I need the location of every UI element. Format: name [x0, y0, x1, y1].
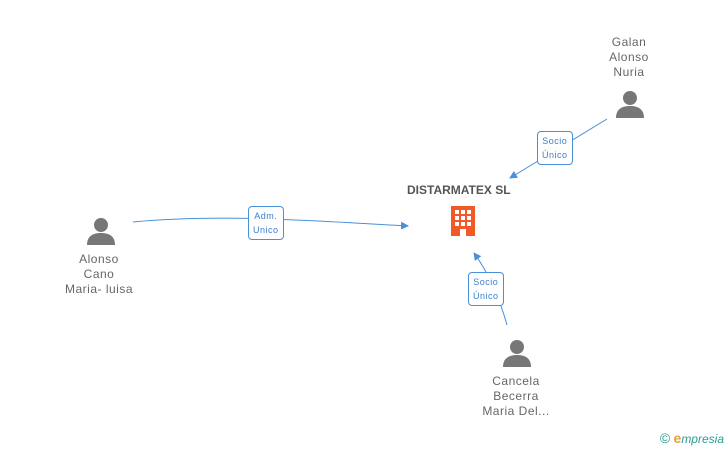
edge-label-alonso: Adm. Unico — [248, 206, 284, 240]
person-galan-label[interactable]: Galan Alonso Nuria — [590, 35, 668, 80]
person-alonso-label[interactable]: Alonso Cano Maria- luisa — [52, 252, 146, 297]
person-name-line: Nuria — [613, 65, 645, 79]
person-name-line: Alonso — [609, 50, 649, 64]
edge-label-line: Socio — [542, 136, 568, 146]
copyright-symbol: © — [659, 430, 671, 446]
person-name-line: Alonso — [79, 252, 119, 266]
person-name-line: Cancela — [492, 374, 540, 388]
person-name-line: Maria- luisa — [64, 282, 133, 296]
empresia-watermark: © empresia — [660, 430, 724, 446]
person-icon[interactable] — [86, 216, 116, 246]
edge-label-line: Socio — [473, 277, 499, 287]
edge-label-line: Adm. — [254, 211, 278, 221]
person-name-line: Maria Del... — [482, 404, 550, 418]
edge-label-line: Único — [473, 291, 499, 301]
person-name-line: Cano — [83, 267, 115, 281]
edge-label-line: Unico — [253, 225, 279, 235]
edge-label-galan: Socio Único — [537, 131, 573, 165]
person-icon[interactable] — [502, 338, 532, 368]
building-icon[interactable] — [447, 204, 479, 236]
company-name[interactable]: DISTARMATEX SL — [407, 183, 511, 197]
person-name-line: Galan — [611, 35, 647, 49]
person-cancela-label[interactable]: Cancela Becerra Maria Del... — [470, 374, 562, 419]
edge-label-line: Único — [542, 150, 568, 160]
person-icon[interactable] — [615, 89, 645, 119]
person-name-line: Becerra — [493, 389, 539, 403]
brand-name: mpresia — [681, 432, 724, 446]
edge-label-cancela: Socio Único — [468, 272, 504, 306]
brand-initial: e — [673, 430, 682, 446]
